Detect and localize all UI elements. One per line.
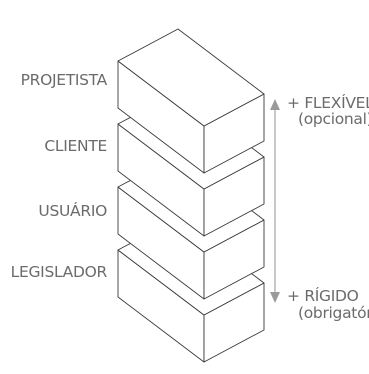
- layer-label-legislador: LEGISLADOR: [10, 263, 108, 281]
- flexibility-scale-arrow: [270, 99, 280, 303]
- layer-label-cliente: CLIENTE: [44, 137, 107, 155]
- layer-label-usuario: USUÁRIO: [38, 202, 107, 220]
- block-projetista: [117, 28, 265, 174]
- scale-bottom-label: + RÍGIDO: [287, 287, 359, 305]
- arrow-up-icon: [270, 99, 280, 110]
- arrow-down-icon: [270, 292, 280, 303]
- layer-label-projetista: PROJETISTA: [20, 71, 108, 89]
- scale-top-sublabel: (opcional): [298, 110, 369, 128]
- scale-top-label: + FLEXÍVEL: [287, 94, 369, 112]
- scale-bottom-sublabel: (obrigatóric: [298, 304, 369, 322]
